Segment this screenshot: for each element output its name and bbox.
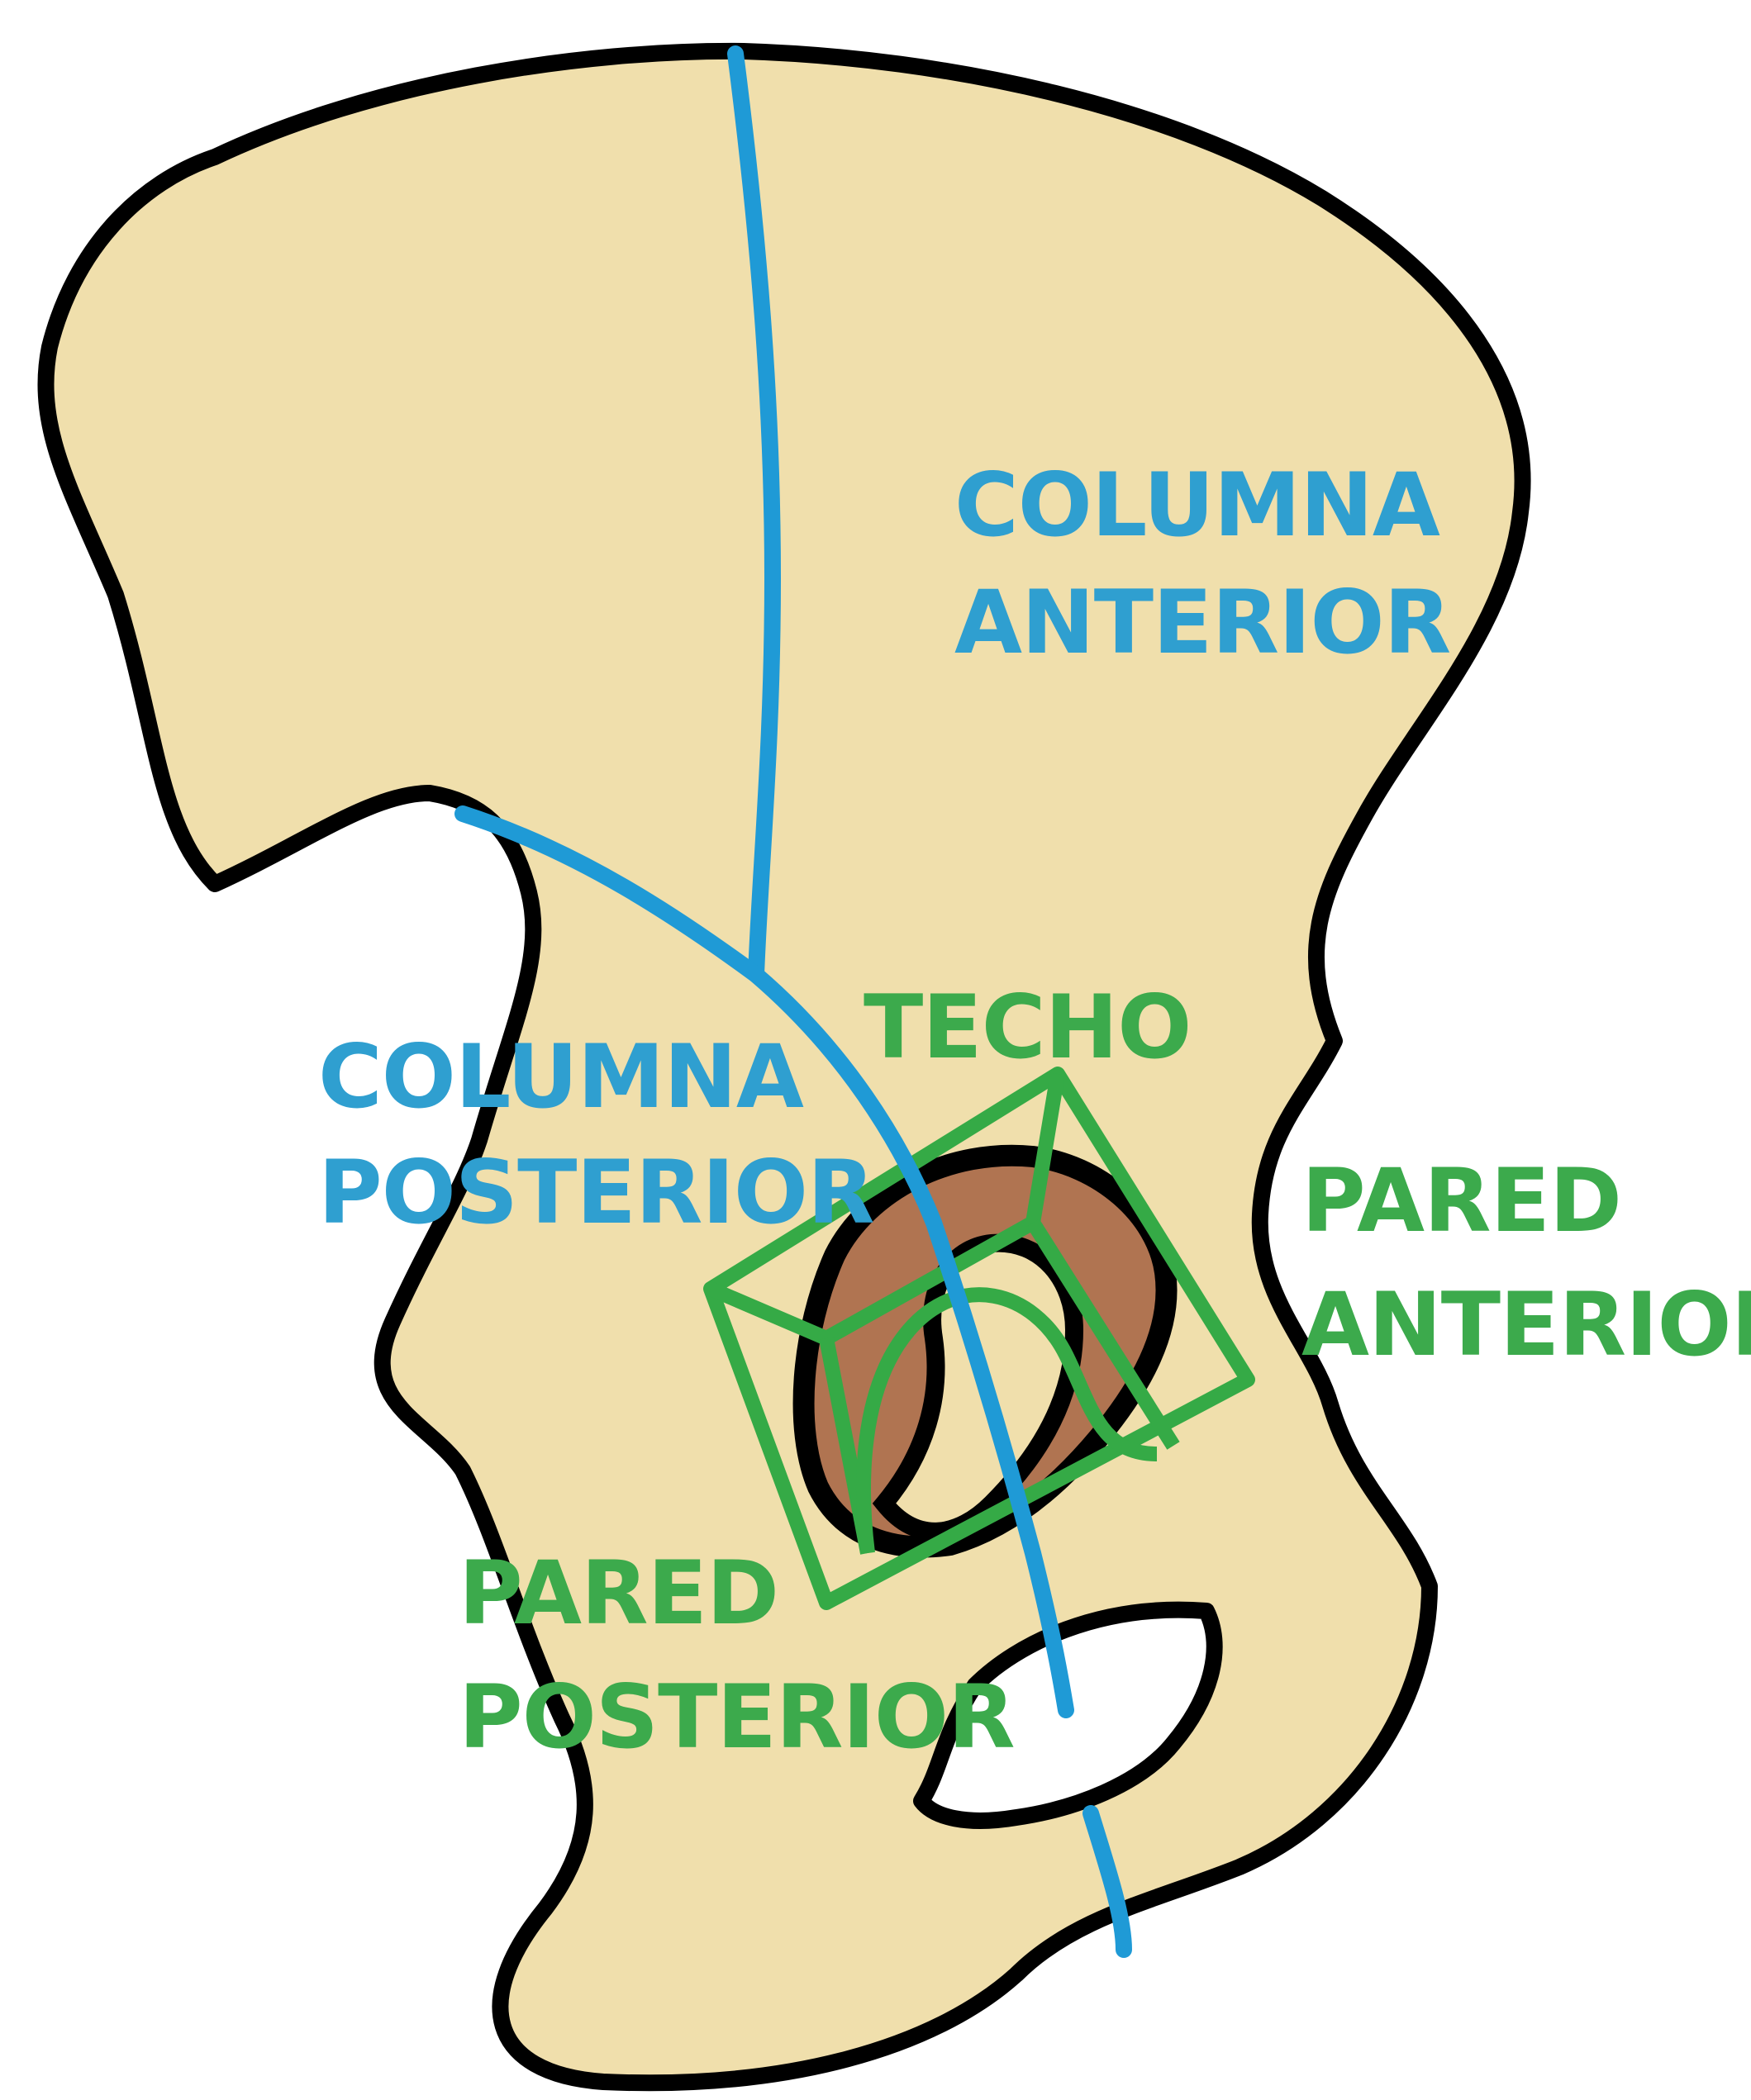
label-pared-posterior-line1: PARED [459, 1542, 778, 1644]
label-columna-anterior-line1: COLUMNA [954, 454, 1440, 556]
label-pared-anterior-line2: ANTERIOR [1301, 1274, 1751, 1375]
label-columna-posterior-line1: COLUMNA [318, 1026, 804, 1128]
label-pared-posterior-line2: POSTERIOR [459, 1666, 1015, 1768]
label-pared-anterior-line1: PARED [1301, 1150, 1621, 1252]
label-columna-anterior-line2: ANTERIOR [954, 572, 1450, 673]
label-techo: TECHO [864, 976, 1191, 1078]
label-columna-posterior-line2: POSTERIOR [318, 1142, 874, 1243]
